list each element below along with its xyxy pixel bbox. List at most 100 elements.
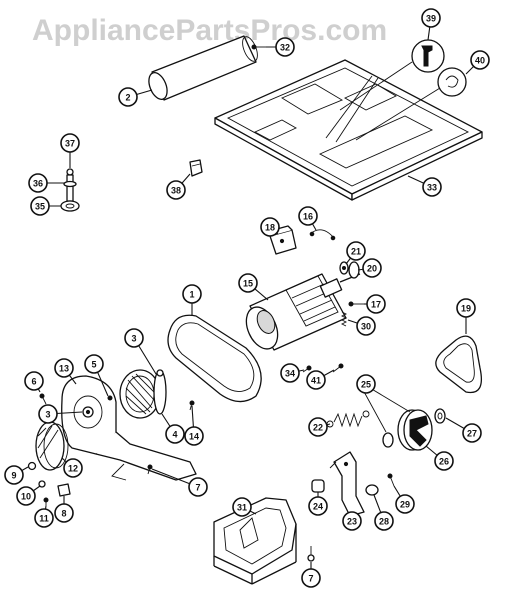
callout-29: 29 <box>393 485 415 514</box>
callout-circle <box>118 87 138 107</box>
callout-label: 13 <box>59 364 69 374</box>
callout-31: 31 <box>232 497 257 517</box>
callout-circle <box>260 217 280 237</box>
callout-7: 7 <box>301 562 321 588</box>
callout-label: 7 <box>308 574 313 584</box>
callout-18: 18 <box>260 217 280 237</box>
callout-30: 30 <box>347 316 376 336</box>
callout-circle <box>421 8 441 28</box>
blower-screws-part <box>147 400 195 475</box>
callout-8: 8 <box>54 496 74 523</box>
idler-pulley-part <box>361 387 446 451</box>
leveling-leg-part <box>60 168 80 212</box>
small-hardware-part <box>27 461 71 506</box>
idler-spring-part <box>340 311 348 327</box>
callout-label: 28 <box>379 517 389 527</box>
callout-label: 21 <box>351 247 361 257</box>
callout-label: 23 <box>347 517 357 527</box>
callout-39: 39 <box>421 8 441 41</box>
callout-28: 28 <box>373 494 394 531</box>
callout-circle <box>184 426 204 446</box>
callout-label: 3 <box>45 410 50 420</box>
callout-circle <box>308 417 328 437</box>
callout-34: 34 <box>280 363 305 383</box>
callout-10: 10 <box>16 485 41 506</box>
blower-housing-part <box>61 375 197 481</box>
callout-label: 40 <box>475 56 485 66</box>
callout-label: 24 <box>313 502 323 512</box>
callout-27: 27 <box>445 417 482 443</box>
callout-circle <box>275 37 295 57</box>
callout-circle <box>298 206 318 226</box>
callout-label: 5 <box>91 360 96 370</box>
callout-7: 7 <box>151 468 208 497</box>
callout-circle <box>280 363 300 383</box>
callout-circle <box>308 496 328 516</box>
callout-label: 29 <box>400 500 410 510</box>
callout-label: 25 <box>361 380 371 390</box>
callout-circle <box>362 258 382 278</box>
callout-label: 20 <box>367 264 377 274</box>
callout-circle <box>306 370 326 390</box>
callout-circle <box>84 354 104 374</box>
callout-1: 1 <box>182 284 202 316</box>
drive-motor-part <box>245 273 361 351</box>
callout-3: 3 <box>38 404 83 424</box>
rear-bracket-part <box>213 497 297 585</box>
clip-detail-part <box>339 39 445 111</box>
callout-circle <box>456 298 476 318</box>
callout-circle <box>366 294 386 314</box>
callout-32: 32 <box>266 37 295 57</box>
callout-label: 19 <box>461 304 471 314</box>
callout-circle <box>38 404 58 424</box>
callout-circle <box>4 465 24 485</box>
drum-belt-part <box>167 314 262 403</box>
callout-circle <box>182 284 202 304</box>
callout-circle <box>24 371 44 391</box>
callout-circle <box>63 458 83 478</box>
callout-26: 26 <box>425 445 454 471</box>
callout-20: 20 <box>357 258 382 278</box>
callout-label: 10 <box>21 492 31 502</box>
callout-circle <box>54 358 74 378</box>
callout-5: 5 <box>84 354 109 397</box>
callout-label: 36 <box>33 179 43 189</box>
blower-wheel-part <box>119 369 167 419</box>
callout-label: 14 <box>189 432 199 442</box>
duct-screw-part <box>251 44 266 50</box>
callout-21: 21 <box>345 241 366 265</box>
callout-25: 25 <box>356 374 376 394</box>
callout-label: 16 <box>303 212 313 222</box>
callout-13: 13 <box>54 358 77 385</box>
callout-circle <box>356 316 376 336</box>
callout-circle <box>301 568 321 588</box>
callout-label: 39 <box>426 14 436 24</box>
callout-circle <box>346 241 366 261</box>
callout-17: 17 <box>364 294 386 314</box>
callout-19: 19 <box>456 298 476 334</box>
callout-label: 32 <box>280 43 290 53</box>
callout-4: 4 <box>161 413 185 444</box>
callout-circle <box>166 180 186 200</box>
callout-24: 24 <box>308 492 328 516</box>
watermark-text: AppliancePartsPros.com <box>32 14 387 47</box>
mount-screws-part <box>302 363 344 373</box>
callout-label: 12 <box>68 464 78 474</box>
callout-36: 36 <box>28 173 64 193</box>
callout-label: 2 <box>125 93 130 103</box>
callout-9: 9 <box>4 465 29 485</box>
callout-label: 4 <box>172 430 177 440</box>
callout-circle <box>16 486 36 506</box>
callout-label: 8 <box>61 509 66 519</box>
motor-screw-part <box>348 301 364 307</box>
callout-label: 31 <box>237 503 247 513</box>
callout-label: 6 <box>31 377 36 387</box>
callout-33: 33 <box>407 175 442 197</box>
callout-label: 17 <box>371 300 381 310</box>
callout-circle <box>232 497 252 517</box>
callout-label: 30 <box>361 322 371 332</box>
callout-40: 40 <box>465 50 490 75</box>
callout-circle <box>54 503 74 523</box>
